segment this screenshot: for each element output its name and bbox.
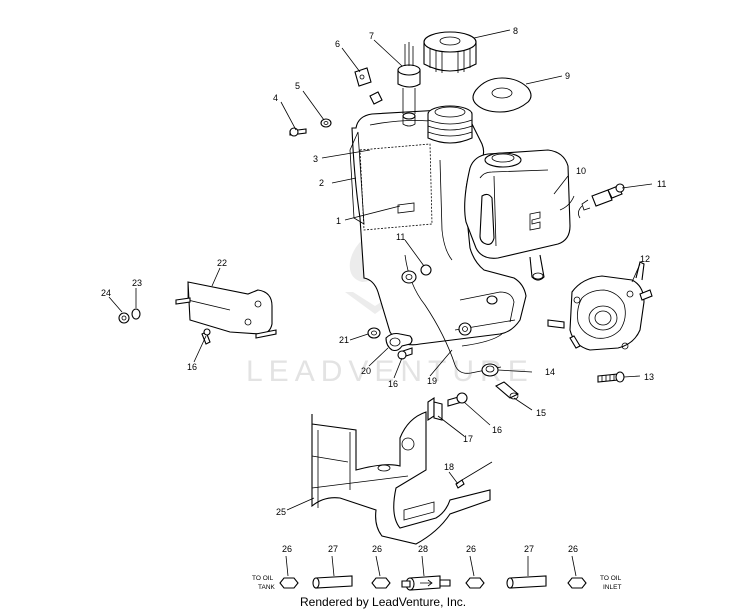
footer-credit: Rendered by LeadVenture, Inc. — [300, 595, 466, 609]
callout-21: 21 — [339, 335, 349, 345]
oil-tank — [349, 105, 527, 374]
callout-26-b: 26 — [372, 544, 382, 554]
bracket-6 — [354, 67, 383, 105]
screw-4 — [289, 127, 307, 137]
sender — [397, 42, 421, 114]
washer-5 — [320, 118, 332, 128]
callout-numbers: 1 2 3 4 5 6 7 8 9 10 11 11 12 13 14 15 1… — [101, 26, 666, 554]
callout-15: 15 — [536, 408, 546, 418]
callout-6: 6 — [335, 39, 340, 49]
callout-9: 9 — [565, 71, 570, 81]
washer-23 — [131, 308, 141, 320]
callout-11-left: 11 — [396, 232, 405, 242]
watermark-text: LEADVENTURE — [246, 355, 534, 388]
screw-16-right — [447, 392, 468, 407]
callout-26-a: 26 — [282, 544, 292, 554]
to-oil-tank-line1: TO OIL — [252, 575, 274, 582]
callout-14: 14 — [545, 367, 555, 377]
callout-12: 12 — [640, 254, 650, 264]
callout-8: 8 — [513, 26, 518, 36]
leader-lines — [108, 29, 653, 577]
strap-18 — [455, 461, 493, 489]
screw-13 — [597, 371, 625, 383]
callout-27-b: 27 — [524, 544, 534, 554]
callout-23: 23 — [132, 278, 142, 288]
callout-4: 4 — [273, 93, 278, 103]
grommet-14 — [481, 363, 499, 377]
callout-24: 24 — [101, 288, 111, 298]
screw-16-left — [201, 328, 211, 345]
callout-22: 22 — [217, 258, 227, 268]
callout-13: 13 — [644, 372, 654, 382]
to-oil-inlet-line2: INLET — [603, 584, 621, 591]
direction-labels: TO OIL TANK TO OIL INLET — [252, 575, 622, 591]
to-oil-inlet-line1: TO OIL — [600, 575, 622, 582]
callout-19: 19 — [427, 376, 437, 386]
reservoir — [464, 149, 575, 281]
fitting-11 — [578, 183, 625, 219]
callout-5: 5 — [295, 81, 300, 91]
callout-11-right: 11 — [657, 179, 666, 189]
spacer-17 — [427, 396, 443, 422]
fitting-15 — [495, 381, 519, 400]
callout-20: 20 — [361, 366, 371, 376]
oil-pump — [547, 261, 653, 351]
callout-3: 3 — [313, 154, 318, 164]
callout-26-d: 26 — [568, 544, 578, 554]
hose-line — [279, 575, 587, 591]
callout-16-left: 16 — [187, 362, 197, 372]
screw-16-mid — [397, 347, 413, 360]
callout-28: 28 — [418, 544, 428, 554]
reservoir-cap — [472, 77, 532, 113]
callout-7: 7 — [369, 31, 374, 41]
callout-16-right: 16 — [492, 425, 502, 435]
nut-21 — [367, 327, 381, 339]
callout-26-c: 26 — [466, 544, 476, 554]
callout-16-mid: 16 — [388, 379, 398, 389]
callout-18: 18 — [444, 462, 454, 472]
callout-25: 25 — [276, 507, 286, 517]
bracket-25 — [311, 411, 491, 545]
nut-24 — [118, 312, 130, 324]
to-oil-tank-line2: TANK — [258, 584, 276, 591]
callout-27-a: 27 — [328, 544, 338, 554]
callout-10: 10 — [576, 166, 586, 176]
callout-17: 17 — [463, 434, 473, 444]
clamp-20 — [385, 332, 413, 352]
callout-1: 1 — [336, 216, 341, 226]
callout-2: 2 — [319, 178, 324, 188]
bracket-22 — [175, 281, 277, 339]
cap — [423, 31, 477, 73]
